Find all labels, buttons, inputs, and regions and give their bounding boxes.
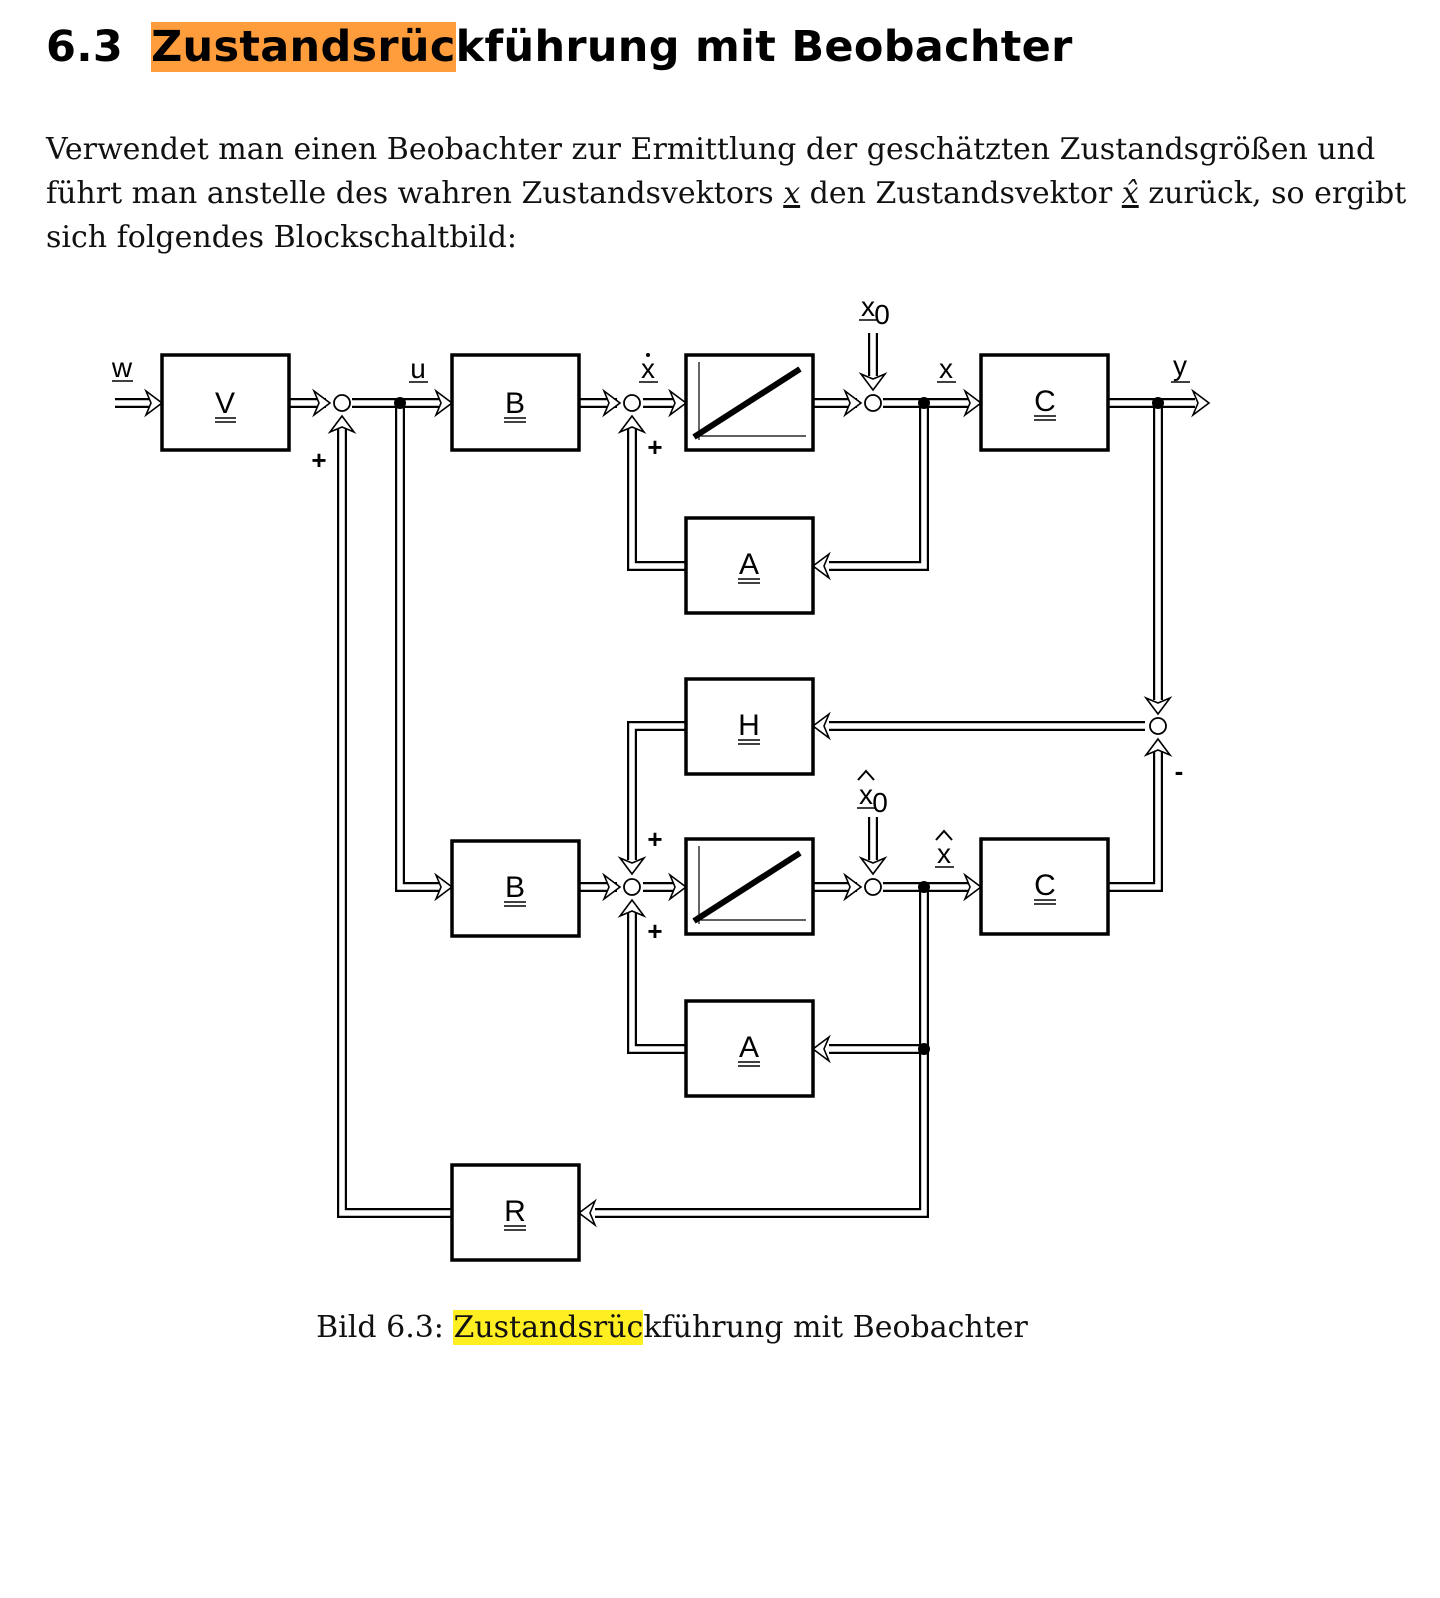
intro-paragraph: Verwendet man einen Beobachter zur Ermit…: [46, 128, 1406, 260]
signal-x0-label: x: [861, 291, 875, 322]
junction-xhat-a: [918, 1043, 930, 1055]
block-c-plant-label: C: [1034, 385, 1056, 418]
signal-rails-inner: [115, 333, 1195, 1216]
signal-xhat: x: [935, 829, 954, 869]
paragraph-line-3: sich folgendes Blockschaltbild:: [46, 220, 518, 255]
sign-plus-plant-sum: +: [647, 432, 662, 462]
block-integrator-plant: [684, 353, 815, 452]
paragraph-line-2: führt man anstelle des wahren Zustandsve…: [46, 172, 1406, 216]
heading-highlight[interactable]: Zustandsrüc: [151, 22, 456, 72]
sign-plus-observer-h: +: [647, 824, 662, 854]
block-integrator-observer: [684, 837, 815, 936]
paragraph-text: führt man anstelle des wahren Zustandsve…: [46, 176, 774, 211]
signal-xdot-label: x: [641, 353, 655, 384]
caption-prefix: Bild 6.3:: [316, 1310, 454, 1345]
block-b-plant-label: B: [505, 387, 525, 420]
signal-x0-subscript: 0: [874, 299, 890, 330]
sign-minus-output-error: -: [1175, 756, 1184, 786]
block-c-observer: C: [979, 837, 1110, 936]
block-r: R: [450, 1163, 581, 1262]
sum-point-input: [333, 394, 351, 412]
arrowheads: [145, 373, 1210, 1226]
block-a-observer: A: [684, 999, 815, 1098]
block-a-plant: A: [684, 516, 815, 615]
signal-xhat0-label: x: [859, 779, 873, 810]
block-v-label: V: [215, 387, 235, 420]
block-r-label: R: [504, 1195, 526, 1228]
signal-xdot: x: [639, 353, 658, 384]
figure-caption: Bild 6.3: Zustandsrückführung mit Beobac…: [0, 1310, 1344, 1345]
state-vector-symbol: x: [783, 176, 801, 211]
sign-plus-input-sum: +: [311, 445, 326, 475]
block-v: V: [160, 353, 291, 452]
block-a-plant-label: A: [739, 548, 759, 581]
sum-point-observer-integrator: [623, 878, 641, 896]
signal-x0: x 0: [859, 291, 890, 330]
signal-xhat0: x 0: [857, 769, 888, 818]
sum-point-initial-state: [864, 394, 882, 412]
junction-x: [918, 397, 930, 409]
signal-u-label: u: [410, 353, 426, 384]
block-diagram: V B C A H B C: [111, 291, 1210, 1262]
signal-xhat0-subscript: 0: [872, 787, 888, 818]
section-heading: 6.3 Zustandsrückführung mit Beobachter: [46, 22, 1073, 72]
heading-title-rest: kführung mit Beobachter: [455, 22, 1073, 72]
signal-w-label: w: [111, 352, 133, 383]
estimated-state-vector-symbol: x̂: [1121, 176, 1139, 211]
block-b-observer-label: B: [505, 871, 525, 904]
caption-highlight[interactable]: Zustandsrüc: [453, 1310, 644, 1345]
signal-xhat-label: x: [937, 838, 951, 869]
signal-u: u: [409, 353, 428, 384]
section-number: 6.3: [46, 22, 124, 72]
block-c-observer-label: C: [1034, 869, 1056, 902]
block-c-plant: C: [979, 353, 1110, 452]
caption-rest: kführung mit Beobachter: [643, 1310, 1028, 1345]
block-b-observer: B: [450, 839, 581, 938]
signal-y: y: [1171, 350, 1190, 383]
paragraph-line-1: Verwendet man einen Beobachter zur Ermit…: [46, 132, 1376, 167]
junction-xhat: [918, 881, 930, 893]
block-h: H: [684, 677, 815, 776]
signal-y-label: y: [1173, 350, 1187, 381]
sign-plus-observer-a: +: [647, 916, 662, 946]
sum-point-plant-integrator: [623, 394, 641, 412]
signal-rails-outer: [115, 333, 1195, 1218]
junction-y: [1152, 397, 1164, 409]
block-h-label: H: [738, 709, 760, 742]
paragraph-text: zurück, so ergibt: [1148, 176, 1407, 211]
junction-u: [394, 397, 406, 409]
block-b-plant: B: [450, 353, 581, 452]
signal-x: x: [937, 353, 956, 384]
block-a-observer-label: A: [739, 1031, 759, 1064]
paragraph-text: den Zustandsvektor: [809, 176, 1113, 211]
sum-point-observer-initial-state: [864, 878, 882, 896]
signal-x-label: x: [939, 353, 953, 384]
sum-point-output-error: [1149, 717, 1167, 735]
signal-w: w: [111, 352, 133, 383]
